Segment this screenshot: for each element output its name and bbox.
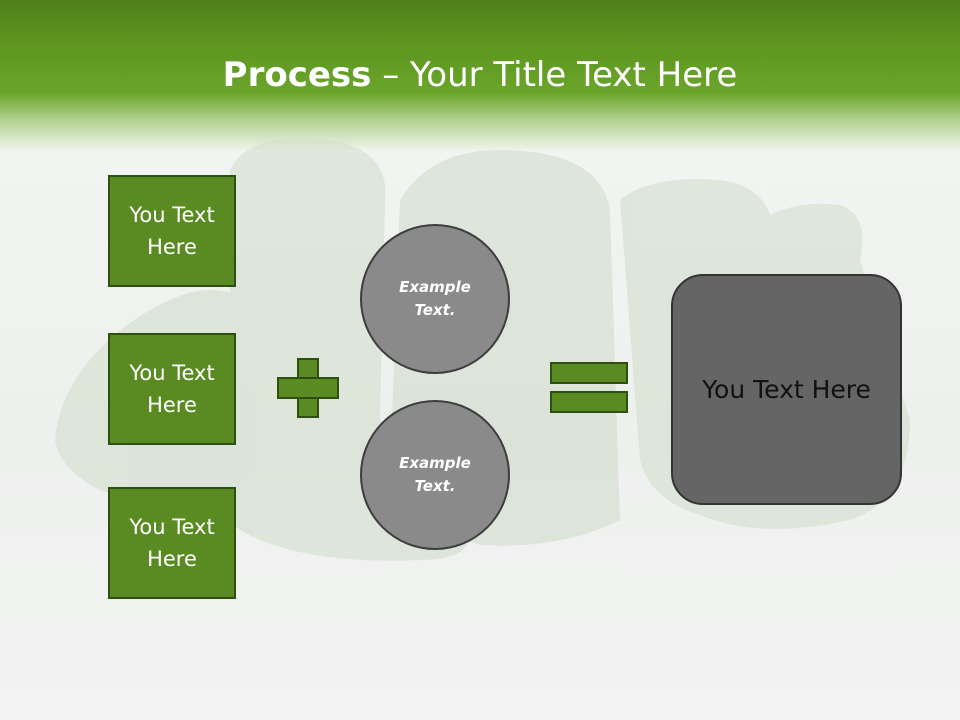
circle-label: Example Text. — [399, 454, 471, 495]
title-dash: – — [371, 55, 411, 95]
text-box-2[interactable]: You Text Here — [108, 333, 236, 445]
text-box-3[interactable]: You Text Here — [108, 487, 236, 599]
title-bold: Process — [222, 55, 372, 95]
example-circle-2[interactable]: Example Text. — [360, 400, 510, 550]
text-box-label: You Text Here — [129, 361, 215, 417]
result-label: You Text Here — [702, 375, 871, 404]
title-rest: Your Title Text Here — [410, 55, 738, 95]
text-box-label: You Text Here — [129, 515, 215, 571]
circle-label: Example Text. — [399, 278, 471, 319]
header-band — [0, 0, 960, 150]
slide-title: Process – Your Title Text Here — [0, 52, 960, 98]
text-box-1[interactable]: You Text Here — [108, 175, 236, 287]
text-box-label: You Text Here — [129, 203, 215, 259]
example-circle-1[interactable]: Example Text. — [360, 224, 510, 374]
result-box[interactable]: You Text Here — [671, 274, 902, 505]
